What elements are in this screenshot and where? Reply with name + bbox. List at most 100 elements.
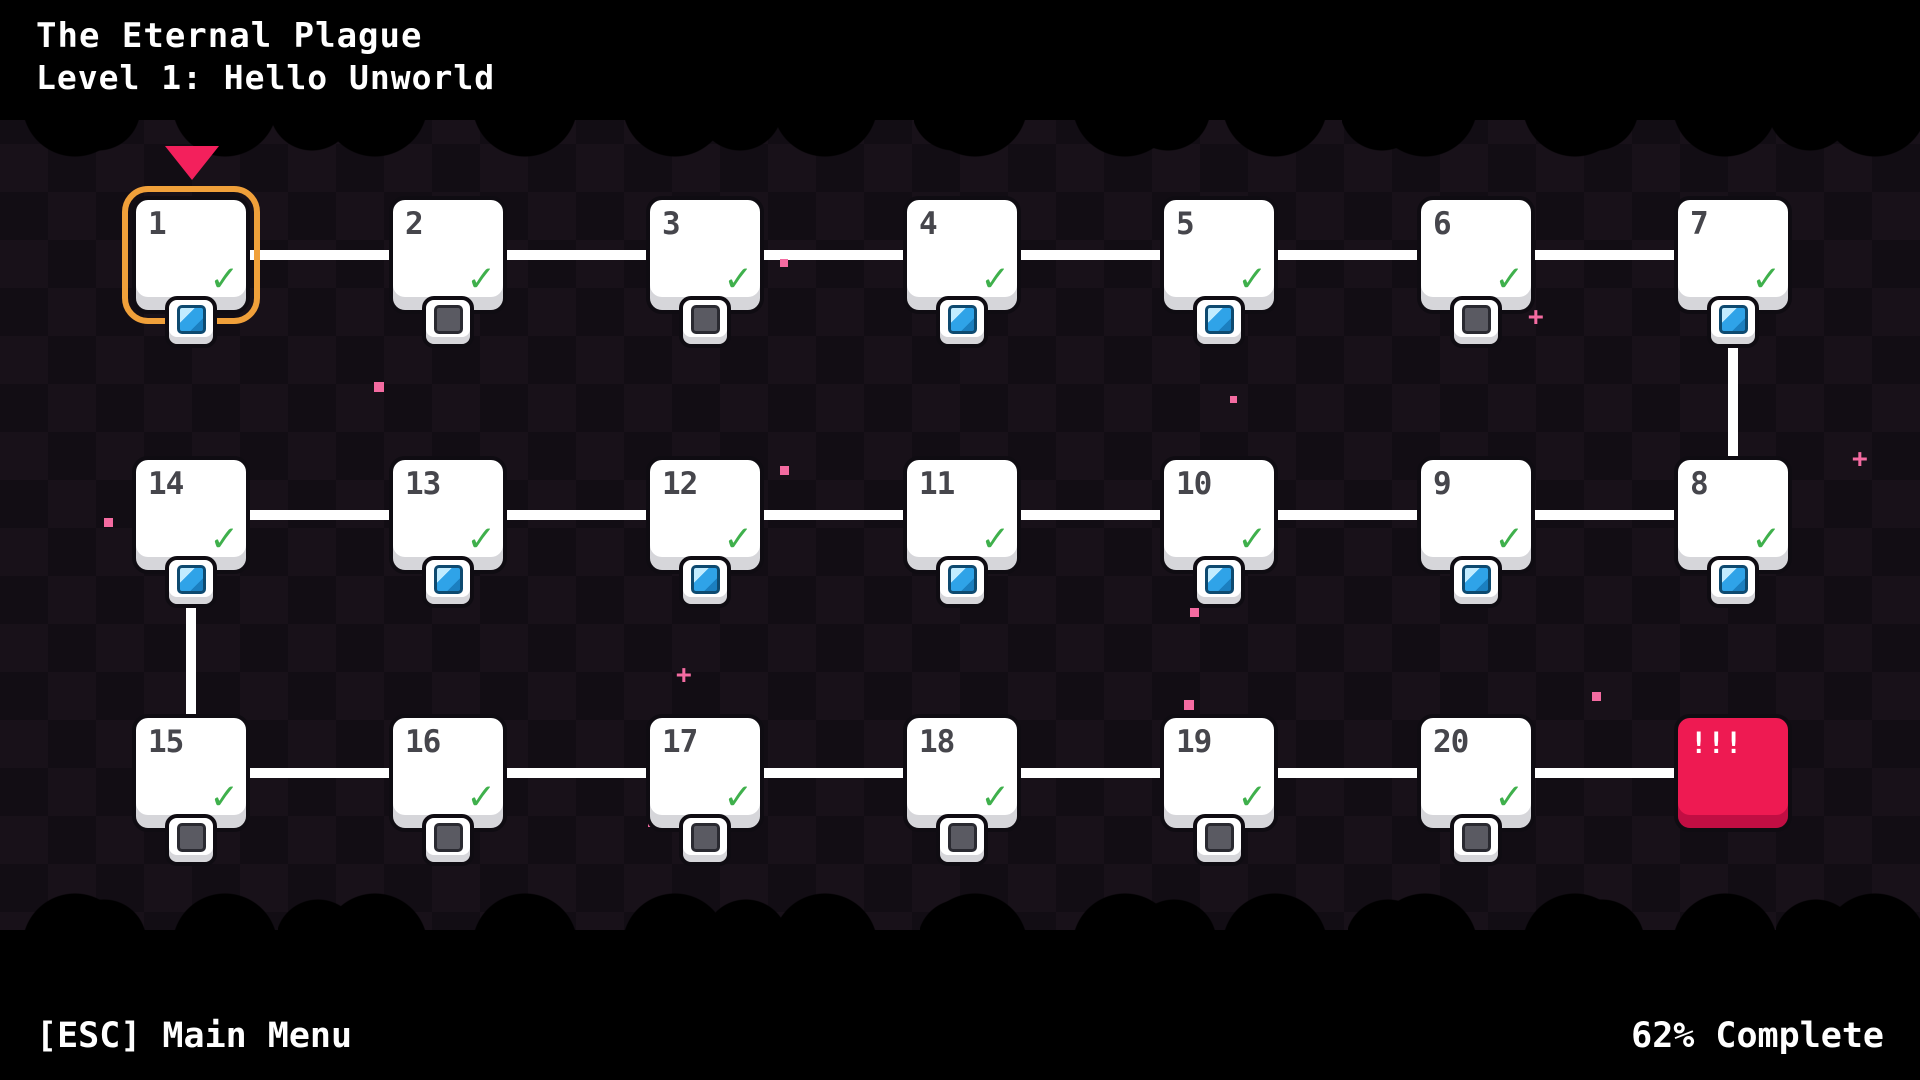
boss-node[interactable]: !!! <box>1674 714 1792 832</box>
empty-slot-icon <box>422 296 474 348</box>
path-connector <box>1278 510 1417 520</box>
empty-slot-icon <box>679 814 731 866</box>
sparkle-plus-icon: + <box>1528 302 1544 332</box>
sparkle-icon <box>780 259 788 267</box>
level-node-12[interactable]: 12 ✓ <box>646 456 764 608</box>
path-connector <box>250 250 389 260</box>
level-node-17[interactable]: 17 ✓ <box>646 714 764 866</box>
path-connector <box>1021 768 1160 778</box>
empty-slot-icon <box>1450 296 1502 348</box>
level-number: 1 <box>148 206 167 242</box>
gem-icon <box>679 556 731 608</box>
level-node-15[interactable]: 15 ✓ <box>132 714 250 866</box>
checkmark-icon: ✓ <box>468 255 493 301</box>
level-number: 6 <box>1433 206 1452 242</box>
level-node-3[interactable]: 3 ✓ <box>646 196 764 348</box>
checkmark-icon: ✓ <box>1753 515 1778 561</box>
level-node-11[interactable]: 11 ✓ <box>903 456 1021 608</box>
level-number: 3 <box>662 206 681 242</box>
sparkle-icon <box>1230 396 1237 403</box>
sparkle-icon <box>1190 608 1199 617</box>
level-number: 5 <box>1176 206 1195 242</box>
checkmark-icon: ✓ <box>1239 515 1264 561</box>
checkmark-icon: ✓ <box>982 773 1007 819</box>
esc-main-menu-hint: [ESC] Main Menu <box>36 1016 353 1056</box>
empty-slot-icon <box>679 296 731 348</box>
path-connector <box>1535 768 1674 778</box>
level-node-2[interactable]: 2 ✓ <box>389 196 507 348</box>
level-number: 2 <box>405 206 424 242</box>
path-connector <box>507 250 646 260</box>
sparkle-icon <box>374 382 384 392</box>
path-connector <box>507 768 646 778</box>
level-number: 12 <box>662 466 698 502</box>
empty-slot-icon <box>165 814 217 866</box>
gem-icon <box>1707 556 1759 608</box>
path-connector <box>250 768 389 778</box>
level-number: 11 <box>919 466 955 502</box>
level-node-4[interactable]: 4 ✓ <box>903 196 1021 348</box>
checkmark-icon: ✓ <box>211 773 236 819</box>
level-node-18[interactable]: 18 ✓ <box>903 714 1021 866</box>
sparkle-icon <box>1184 700 1194 710</box>
player-cursor-icon <box>165 146 219 180</box>
checkmark-icon: ✓ <box>725 773 750 819</box>
level-number: 10 <box>1176 466 1212 502</box>
empty-slot-icon <box>422 814 474 866</box>
level-number: 7 <box>1690 206 1709 242</box>
level-node-20[interactable]: 20 ✓ <box>1417 714 1535 866</box>
boss-label: !!! <box>1690 726 1743 760</box>
bottom-band-scallop <box>0 870 1920 930</box>
sparkle-plus-icon: + <box>1852 444 1868 474</box>
level-node-16[interactable]: 16 ✓ <box>389 714 507 866</box>
path-connector <box>250 510 389 520</box>
gem-icon <box>936 296 988 348</box>
empty-slot-icon <box>936 814 988 866</box>
path-connector <box>764 768 903 778</box>
checkmark-icon: ✓ <box>468 773 493 819</box>
level-node-19[interactable]: 19 ✓ <box>1160 714 1278 866</box>
level-number: 18 <box>919 724 955 760</box>
level-number: 16 <box>405 724 441 760</box>
path-connector <box>1278 250 1417 260</box>
checkmark-icon: ✓ <box>468 515 493 561</box>
path-connector <box>1728 312 1738 458</box>
level-number: 17 <box>662 724 698 760</box>
bottom-band <box>0 930 1920 1080</box>
empty-slot-icon <box>1193 814 1245 866</box>
gem-icon <box>165 556 217 608</box>
checkmark-icon: ✓ <box>982 255 1007 301</box>
level-node-7[interactable]: 7 ✓ <box>1674 196 1792 348</box>
path-connector <box>764 510 903 520</box>
level-node-6[interactable]: 6 ✓ <box>1417 196 1535 348</box>
checkmark-icon: ✓ <box>1496 515 1521 561</box>
checkmark-icon: ✓ <box>1239 773 1264 819</box>
path-connector <box>764 250 903 260</box>
path-connector <box>1535 510 1674 520</box>
level-node-5[interactable]: 5 ✓ <box>1160 196 1278 348</box>
path-connector <box>186 572 196 716</box>
level-number: 20 <box>1433 724 1469 760</box>
level-node-8[interactable]: 8 ✓ <box>1674 456 1792 608</box>
gem-icon <box>1450 556 1502 608</box>
checkmark-icon: ✓ <box>1496 255 1521 301</box>
checkmark-icon: ✓ <box>982 515 1007 561</box>
gem-icon <box>1193 296 1245 348</box>
level-node-1[interactable]: 1 ✓ <box>122 186 260 348</box>
level-node-13[interactable]: 13 ✓ <box>389 456 507 608</box>
checkmark-icon: ✓ <box>211 515 236 561</box>
level-node-10[interactable]: 10 ✓ <box>1160 456 1278 608</box>
path-connector <box>1535 250 1674 260</box>
checkmark-icon: ✓ <box>725 515 750 561</box>
path-connector <box>1021 250 1160 260</box>
top-band-scallop <box>0 120 1920 180</box>
gem-icon <box>165 296 217 348</box>
gem-icon <box>936 556 988 608</box>
path-connector <box>507 510 646 520</box>
level-node-14[interactable]: 14 ✓ <box>132 456 250 608</box>
level-node-9[interactable]: 9 ✓ <box>1417 456 1535 608</box>
game-title: The Eternal Plague <box>36 16 423 56</box>
gem-icon <box>422 556 474 608</box>
level-number: 13 <box>405 466 441 502</box>
